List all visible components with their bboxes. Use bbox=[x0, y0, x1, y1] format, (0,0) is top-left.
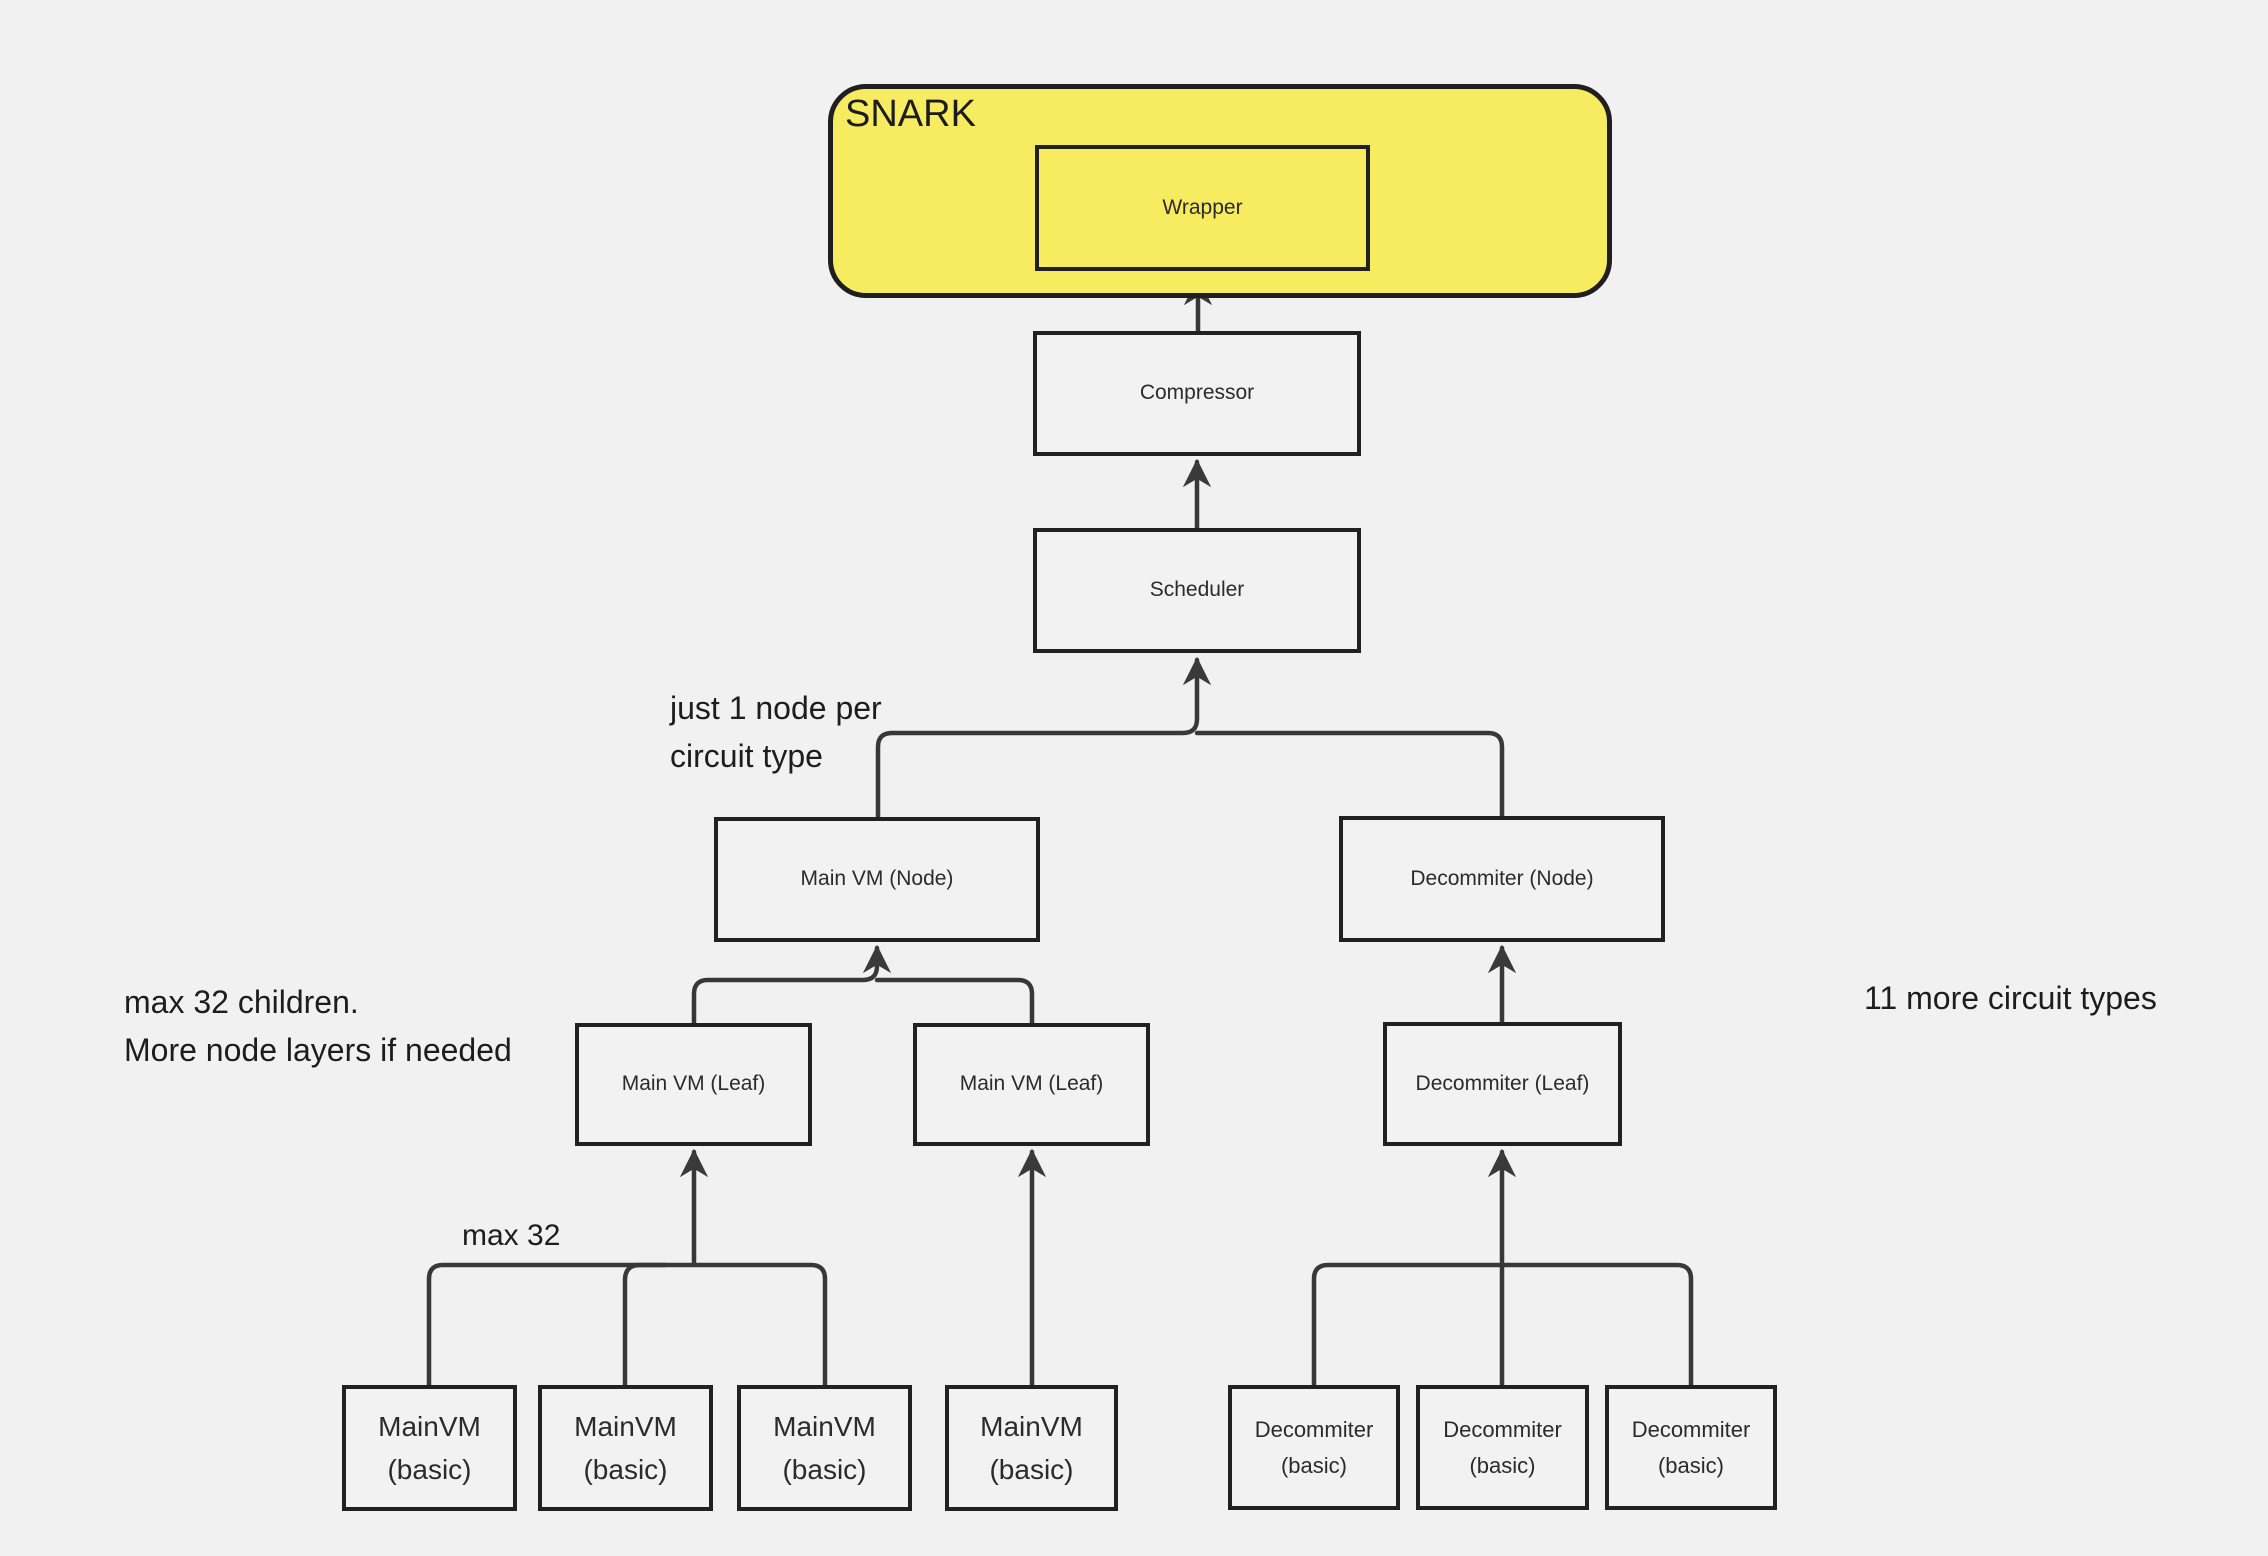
note-just-one-node: just 1 node per circuit type bbox=[670, 684, 882, 780]
decommiter-basic-1: Decommiter (basic) bbox=[1228, 1385, 1400, 1510]
decommiter-basic-2-line1: Decommiter bbox=[1443, 1417, 1562, 1443]
main-vm-basic-1: MainVM (basic) bbox=[342, 1385, 517, 1511]
main-vm-basic-2: MainVM (basic) bbox=[538, 1385, 713, 1511]
main-vm-basic-2-line1: MainVM bbox=[574, 1410, 677, 1442]
main-vm-basic-3: MainVM (basic) bbox=[737, 1385, 912, 1511]
decommiter-basic-1-line2: (basic) bbox=[1280, 1452, 1347, 1478]
note-more-circuit-types: 11 more circuit types bbox=[1864, 974, 2157, 1022]
decommiter-basic-3-line1: Decommiter bbox=[1631, 1417, 1751, 1443]
decommiter-basic-3-line2: (basic) bbox=[1657, 1452, 1724, 1478]
note-max-32: max 32 bbox=[462, 1218, 560, 1254]
scheduler-node-label: Scheduler bbox=[1149, 578, 1245, 602]
note-max-32-label: max 32 bbox=[462, 1219, 561, 1252]
snark-group-label: SNARK bbox=[845, 93, 976, 135]
main-vm-leaf-right: Main VM (Leaf) bbox=[913, 1023, 1150, 1146]
main-vm-basic-2-line2: (basic) bbox=[583, 1454, 668, 1485]
compressor-node-label: Compressor bbox=[1139, 381, 1255, 405]
note-max-children: max 32 children. More node layers if nee… bbox=[124, 978, 512, 1074]
scheduler-node: Scheduler bbox=[1033, 528, 1361, 653]
main-vm-node: Main VM (Node) bbox=[714, 817, 1040, 942]
note-max-children-line2: More node layers if needed bbox=[124, 1032, 512, 1068]
decommiter-basic-1-line1: Decommiter bbox=[1254, 1417, 1374, 1443]
decommiter-node: Decommiter (Node) bbox=[1339, 816, 1665, 942]
wire-mainvm-basics-bus bbox=[426, 1262, 828, 1388]
main-vm-basic-1-line2: (basic) bbox=[387, 1454, 472, 1485]
main-vm-basic-3-line2: (basic) bbox=[782, 1454, 867, 1485]
note-just-one-node-line2: circuit type bbox=[670, 738, 823, 774]
main-vm-leaf-right-label: Main VM (Leaf) bbox=[959, 1072, 1104, 1096]
arrow-leaves-to-mainvmnode bbox=[691, 944, 892, 1026]
main-vm-basic-4-line1: MainVM bbox=[980, 1410, 1083, 1442]
compressor-node: Compressor bbox=[1033, 331, 1361, 456]
main-vm-basic-1-line1: MainVM bbox=[378, 1410, 481, 1442]
main-vm-basic-4-line2: (basic) bbox=[989, 1454, 1074, 1485]
decommiter-basic-3: Decommiter (basic) bbox=[1605, 1385, 1777, 1510]
main-vm-leaf-left: Main VM (Leaf) bbox=[575, 1023, 812, 1146]
wire-decommiternode-to-scheduler bbox=[1194, 730, 1505, 819]
wire-rightleaf-to-mainvmnode bbox=[874, 977, 1035, 1026]
decommiter-basic-2: Decommiter (basic) bbox=[1416, 1385, 1589, 1510]
decommiter-leaf: Decommiter (Leaf) bbox=[1383, 1022, 1622, 1146]
note-more-circuit-types-label: 11 more circuit types bbox=[1864, 980, 2157, 1016]
main-vm-basic-3-line1: MainVM bbox=[773, 1410, 876, 1442]
main-vm-leaf-left-label: Main VM (Leaf) bbox=[621, 1072, 766, 1096]
arrow-mainvmnode-to-scheduler bbox=[875, 656, 1212, 820]
main-vm-node-label: Main VM (Node) bbox=[800, 867, 954, 891]
decommiter-leaf-label: Decommiter (Leaf) bbox=[1415, 1071, 1590, 1095]
note-max-children-line1: max 32 children. bbox=[124, 984, 359, 1020]
decommiter-node-label: Decommiter (Node) bbox=[1410, 866, 1594, 890]
decommiter-basic-2-line2: (basic) bbox=[1469, 1452, 1536, 1478]
note-just-one-node-line1: just 1 node per bbox=[670, 690, 882, 726]
wrapper-node-label: Wrapper bbox=[1162, 195, 1243, 219]
main-vm-basic-4: MainVM (basic) bbox=[945, 1385, 1118, 1511]
wrapper-node: Wrapper bbox=[1035, 145, 1370, 271]
wire-mainvm-basic2-join bbox=[622, 1262, 668, 1388]
